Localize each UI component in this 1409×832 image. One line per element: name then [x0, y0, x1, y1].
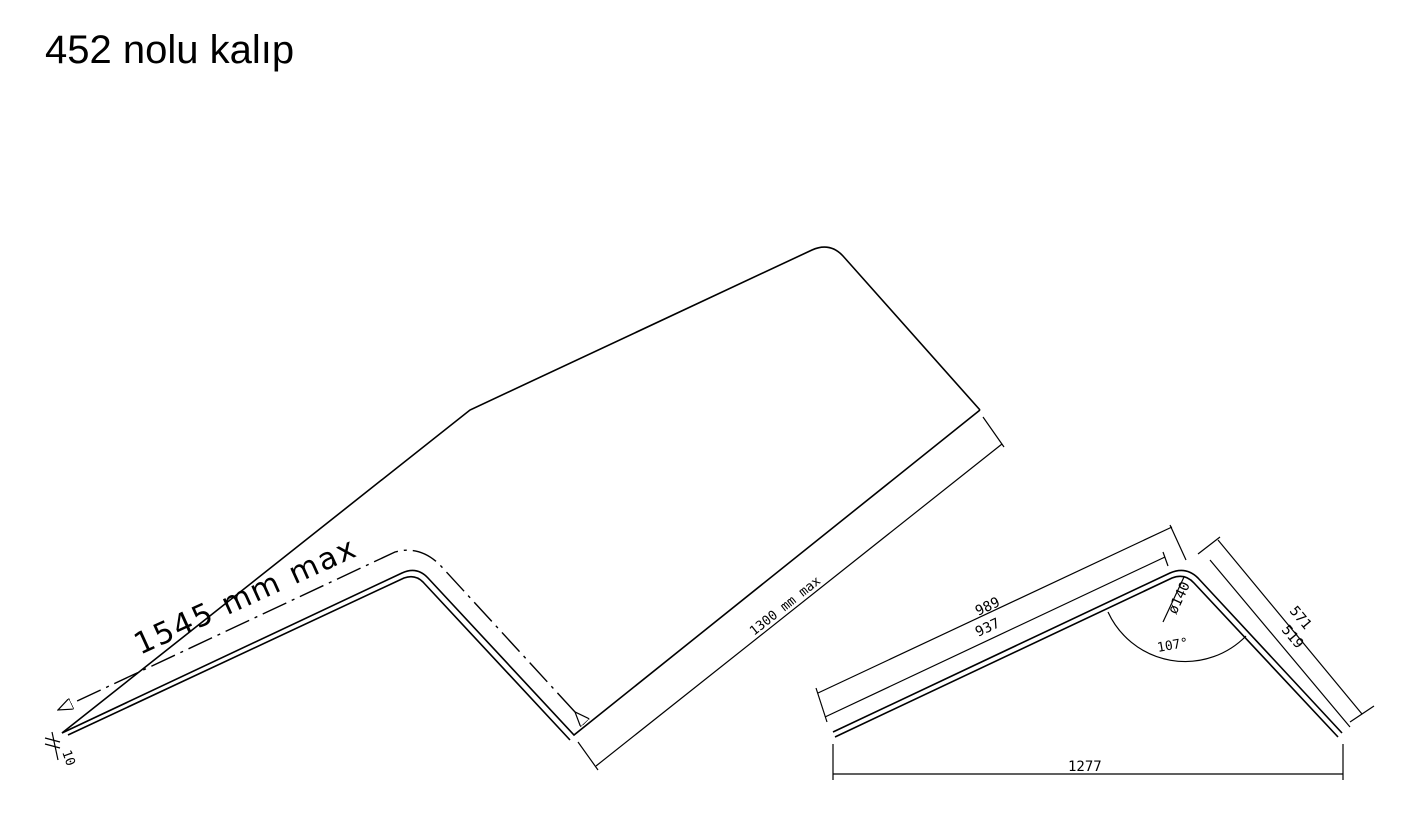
inner-long-label: 937	[973, 615, 1003, 640]
bend-diameter-leader	[1162, 576, 1185, 623]
page-title: 452 nolu kalıp	[45, 28, 295, 72]
bend-diameter-label: ø140	[1165, 579, 1194, 616]
thickness-label: 10	[58, 748, 77, 768]
span-label: 1277	[1068, 759, 1102, 775]
inner-short-dimension	[1209, 559, 1351, 728]
angle-arc	[1107, 611, 1247, 663]
outer-long-label: 989	[973, 594, 1003, 619]
sheet-profile-inner	[67, 575, 571, 741]
sheet-profile-outer	[61, 409, 981, 737]
profile-inner	[834, 575, 1339, 738]
inner-long-dimension	[824, 551, 1169, 718]
span-dimension	[832, 744, 1344, 780]
thickness-dimension	[44, 731, 61, 761]
right-view: 989 937 571 519 ø140 107° 1277	[815, 524, 1375, 780]
flange-length-label: 1545 mm max	[129, 530, 363, 662]
profile-outer	[832, 569, 1343, 734]
length-label: 1300 mm max	[747, 574, 824, 639]
outer-long-dimension	[815, 524, 1187, 723]
flange-dimension-line	[58, 549, 575, 712]
sheet-far-edge	[61, 246, 981, 734]
length-dimension	[577, 416, 1005, 771]
outer-short-dimension	[1197, 536, 1375, 723]
left-view: 1545 mm max 1300 mm max 10	[44, 246, 1005, 771]
angle-label: 107°	[1156, 636, 1189, 656]
